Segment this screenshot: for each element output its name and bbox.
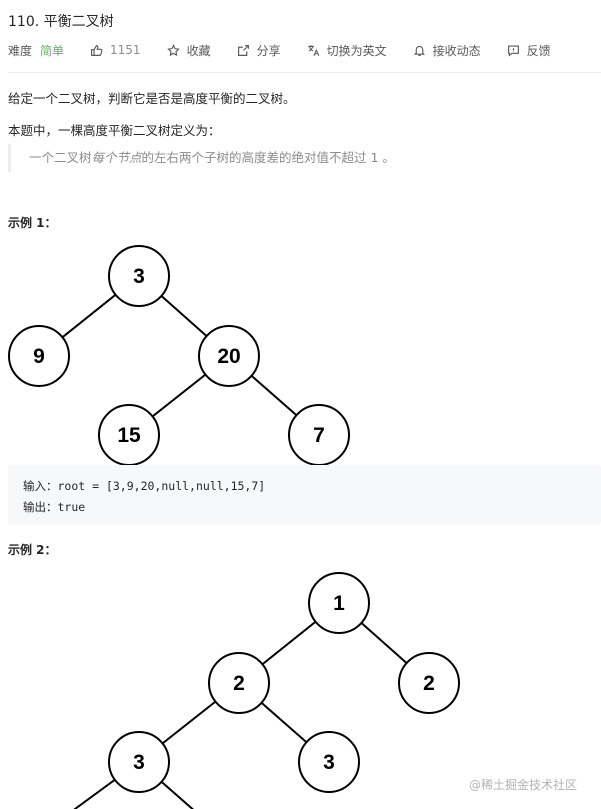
tree1-node-label: 20 (217, 345, 240, 368)
output-value: true (57, 500, 86, 514)
translate-icon (307, 44, 319, 56)
problem-title: 110. 平衡二叉树 (8, 14, 114, 30)
star-icon (166, 43, 180, 56)
favorite-button[interactable]: 收藏 (166, 42, 211, 59)
quote-text-emphasis: 每个节点 (91, 150, 142, 165)
example-1-output-line: 输出：true (23, 497, 586, 518)
tree1-node-label: 3 (133, 265, 145, 288)
share-label: 分享 (256, 43, 281, 58)
definition-quote: 一个二叉树每个节点的左右两个子树的高度差的绝对值不超过 1 。 (8, 144, 598, 172)
feedback-button[interactable]: 反馈 (507, 42, 551, 59)
tree2-node (208, 652, 270, 714)
input-label: 输入： (23, 479, 58, 493)
share-icon (237, 44, 249, 56)
switch-language-button[interactable]: 切换为英文 (307, 42, 387, 59)
tree2-node-label: 2 (233, 672, 245, 695)
example-1-title: 示例 1： (8, 216, 57, 230)
bell-icon (413, 45, 425, 56)
description-paragraph-1: 给定一个二叉树，判断它是否是高度平衡的二叉树。 (8, 91, 296, 106)
example-2-title: 示例 2： (8, 543, 57, 557)
watermark: @稀土掘金技术社区 (469, 778, 578, 792)
problem-meta-bar: 难度 简单 1151 收藏 分享 切换为英文 接收动态 (8, 41, 577, 59)
feedback-icon (507, 44, 519, 57)
example-1-code-block: 输入：root = [3,9,20,null,null,15,7] 输出：tru… (8, 465, 601, 525)
like-count: 1151 (110, 43, 141, 57)
tree2-node (108, 731, 170, 793)
notify-button[interactable]: 接收动态 (413, 42, 481, 59)
notify-label: 接收动态 (432, 43, 481, 58)
tree2-node-label: 2 (423, 672, 435, 695)
description-paragraph-2: 本题中，一棵高度平衡二叉树定义为： (8, 123, 221, 138)
tree2-node-label: 3 (133, 751, 145, 774)
example-1-input-line: 输入：root = [3,9,20,null,null,15,7] (23, 476, 586, 497)
tree1-node (108, 245, 170, 307)
share-button[interactable]: 分享 (237, 42, 281, 59)
difficulty-badge: 简单 (40, 43, 65, 58)
quote-text-post: 的左右两个子树的高度差的绝对值不超过 1 。 (141, 150, 395, 165)
tree2-node-label: 1 (333, 592, 345, 615)
tree2-node (298, 731, 360, 793)
like-button[interactable]: 1151 (90, 43, 141, 57)
header-divider (8, 72, 601, 73)
tree1-node-label: 9 (33, 345, 45, 368)
feedback-label: 反馈 (526, 43, 551, 58)
tree2-node (308, 572, 370, 634)
tree1-node-label: 15 (117, 424, 141, 447)
tree2-node-label: 3 (323, 751, 335, 774)
input-value: root = [3,9,20,null,null,15,7] (57, 479, 266, 493)
switch-language-label: 切换为英文 (326, 43, 387, 58)
tree1-node (8, 325, 70, 387)
tree1-node (198, 325, 260, 387)
favorite-label: 收藏 (186, 43, 211, 58)
thumbs-up-icon (91, 44, 103, 56)
quote-text-pre: 一个二叉树 (29, 150, 92, 165)
tree2-node (398, 652, 460, 714)
tree1-node-label: 7 (313, 424, 325, 447)
difficulty-label: 难度 (8, 43, 33, 58)
output-label: 输出： (23, 500, 58, 514)
